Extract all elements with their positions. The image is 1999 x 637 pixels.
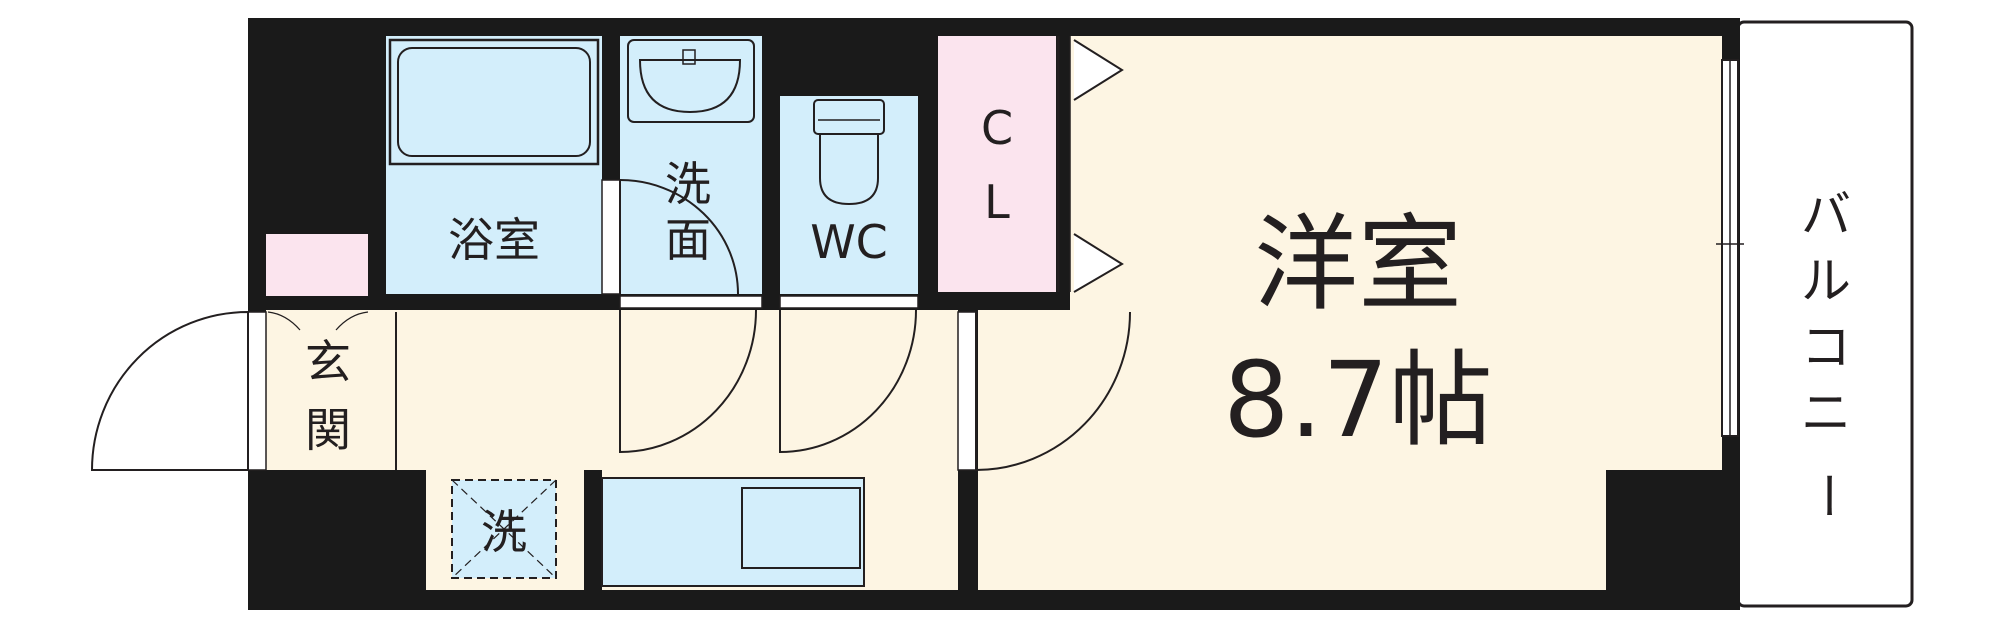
door-gap-wc xyxy=(779,295,919,309)
shoebox-door-swing xyxy=(267,311,369,331)
closet-floor xyxy=(938,36,1056,292)
washroom-door-swing xyxy=(619,309,757,454)
wall-shoebox-side xyxy=(368,234,386,310)
closet-label-char-1: C xyxy=(981,101,1013,155)
closet-label-char-2: L xyxy=(984,175,1010,229)
western-room-label: 洋室 xyxy=(1254,203,1462,325)
closet-door-upper xyxy=(1073,39,1124,101)
wall-entry-block xyxy=(248,470,424,610)
balcony-label-char: ー xyxy=(1797,471,1855,521)
bathroom-label: 浴室 xyxy=(448,213,540,267)
washbasin-faucet xyxy=(682,49,696,65)
washroom-label-char-1: 洗 xyxy=(665,157,711,211)
wall-washer-right xyxy=(584,470,602,592)
entrance-door-swing xyxy=(90,311,249,471)
wall-closet-bottom xyxy=(938,292,1070,310)
door-gap-room xyxy=(957,311,977,471)
wall-bottom-right-pillar xyxy=(1606,470,1740,610)
washroom-label-char-2: 面 xyxy=(665,213,711,267)
wc-door-swing xyxy=(779,309,917,454)
bath-door-swing xyxy=(619,179,739,295)
bathtub xyxy=(388,38,600,166)
wc-label: WC xyxy=(810,215,888,269)
kitchen-sink xyxy=(741,487,861,569)
balcony-label-char: ル xyxy=(1801,252,1851,310)
wall-wc-closet xyxy=(918,36,938,310)
balcony-label-char: コ xyxy=(1801,318,1851,376)
toilet-bowl xyxy=(819,134,879,206)
washroom-label: 洗 面 xyxy=(665,157,711,267)
entrance-label-char-2: 関 xyxy=(305,403,351,457)
wall-bottom xyxy=(248,590,1740,610)
washbasin-counter xyxy=(627,39,755,123)
door-gap-bath xyxy=(601,179,621,295)
closet-door-lower xyxy=(1073,233,1124,293)
kitchen-counter xyxy=(601,477,865,587)
entrance-label: 玄 関 xyxy=(305,335,351,457)
entrance-label-char-1: 玄 xyxy=(305,335,351,389)
wall-wash-wc xyxy=(762,36,780,310)
western-room-floor-lower xyxy=(978,300,1606,590)
bathtub-inner xyxy=(397,47,591,157)
entrance-floor xyxy=(266,310,396,470)
washer-cross-b xyxy=(451,479,557,579)
balcony-label-char: バ xyxy=(1801,186,1851,244)
door-gap-wash xyxy=(619,295,763,309)
shoe-box xyxy=(266,234,368,296)
washbasin-bowl xyxy=(638,59,742,114)
western-room-size-label: 8.7帖 xyxy=(1223,339,1492,461)
balcony-label-char: ニ xyxy=(1801,384,1851,442)
wall-wc-top xyxy=(762,36,938,96)
closet-label: C L xyxy=(981,101,1013,229)
washer-label: 洗 xyxy=(481,505,527,559)
door-gap-entrance xyxy=(247,311,267,471)
room-door-swing xyxy=(975,311,1131,472)
toilet-tank xyxy=(813,99,885,135)
toilet-floor xyxy=(780,96,918,294)
